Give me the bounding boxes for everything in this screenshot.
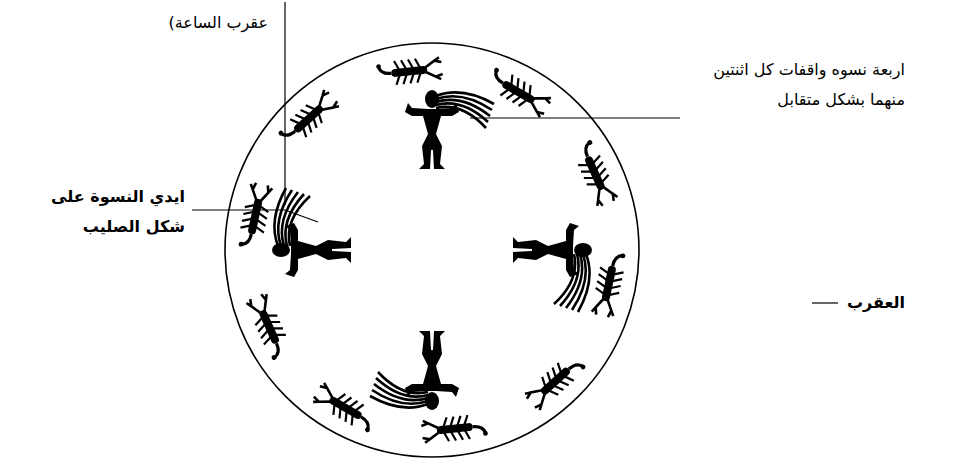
scorpion-leg	[463, 415, 469, 439]
scorpion-leg	[408, 59, 414, 83]
scorpion-figure	[421, 413, 489, 444]
scorpion-body	[391, 66, 428, 78]
scorpion-leg	[240, 224, 264, 233]
scorpion-leg	[598, 274, 622, 283]
plate-rim	[225, 43, 639, 457]
woman-body	[405, 103, 459, 169]
scorpion-tail	[583, 143, 594, 157]
scorpion-sting	[364, 427, 371, 434]
scorpion-claw	[311, 382, 337, 410]
scorpion-claw	[591, 297, 616, 318]
scorpion-sting	[587, 139, 593, 145]
woman-hair	[554, 254, 575, 304]
scorpion-sting	[620, 253, 626, 259]
scorpion-leg	[306, 103, 325, 124]
annotation-label: ايدي النسوة على شكل الصليب	[20, 182, 185, 242]
scorpion-tail	[613, 254, 622, 267]
scorpion-leg	[401, 60, 407, 84]
scorpion-leg	[457, 416, 463, 440]
scorpion-figure	[571, 139, 620, 209]
scorpion-figure	[276, 88, 341, 150]
annotation-label: العقرب	[843, 288, 905, 318]
scorpion-leg	[443, 417, 449, 441]
scorpion-leg	[415, 58, 421, 82]
scorpion-sting	[376, 64, 381, 69]
annotation-label: اربعة نسوه واقفات كل اثنتين منهما بشكل م…	[690, 55, 905, 115]
scorpion-leg	[243, 210, 267, 219]
scorpion-figure	[590, 249, 627, 318]
scorpion-tail	[493, 71, 507, 83]
leader-line	[470, 117, 680, 118]
scorpion-leg	[587, 175, 611, 188]
scorpion-claw	[248, 182, 273, 203]
leader-line	[192, 210, 318, 222]
scorpion-leg	[599, 267, 623, 276]
scorpion-leg	[539, 377, 558, 398]
scorpion-figure	[376, 56, 444, 87]
scorpion-figure	[237, 182, 274, 251]
woman-body	[405, 331, 459, 397]
scorpion-figure	[484, 66, 553, 119]
scorpion-leg	[394, 61, 400, 85]
scorpion-leg	[450, 417, 456, 441]
scorpion-figure	[245, 292, 294, 362]
scorpion-claw	[424, 57, 443, 81]
scorpion-leg	[295, 112, 314, 133]
scorpion-sting	[580, 364, 587, 371]
scorpion-tail	[358, 417, 372, 429]
scorpion-figure	[311, 381, 380, 434]
scorpion-body	[436, 423, 473, 435]
woman-hair	[378, 372, 428, 393]
scorpion-tail	[242, 233, 251, 246]
scorpion-leg	[550, 367, 569, 388]
scorpion-leg	[245, 203, 269, 212]
leader-line	[812, 302, 838, 303]
woman-figure	[405, 90, 494, 169]
woman-hair	[289, 196, 310, 246]
woman-figure	[272, 188, 351, 277]
scorpion-claw	[421, 419, 440, 443]
scorpion-claw	[591, 183, 618, 207]
woman-body	[285, 223, 351, 277]
scorpion-leg	[301, 107, 320, 128]
woman-figure	[513, 223, 592, 312]
scorpion-leg	[242, 217, 266, 226]
scorpion-sting	[271, 354, 277, 360]
scorpion-claw	[246, 292, 273, 316]
scorpion-tail	[282, 126, 296, 139]
scorpion-leg	[596, 281, 620, 290]
scorpion-sting	[238, 241, 244, 247]
scorpion-claw	[524, 384, 551, 412]
scorpion-claw	[527, 91, 553, 119]
scorpion-sting	[493, 67, 500, 74]
scorpion-tail	[270, 343, 281, 357]
scorpion-figure	[523, 350, 588, 412]
woman-body	[513, 223, 579, 277]
scorpion-leg	[544, 372, 563, 393]
annotation-label: عقرب الساعة)	[68, 8, 268, 38]
scorpion-tail	[569, 361, 583, 374]
scorpion-claw	[313, 89, 340, 117]
leader-line	[284, 2, 285, 205]
woman-figure	[370, 331, 459, 410]
scorpion-leg	[254, 312, 278, 325]
scorpion-sting	[278, 130, 285, 137]
scorpion-sting	[483, 431, 488, 436]
scorpion-leg	[595, 288, 619, 297]
